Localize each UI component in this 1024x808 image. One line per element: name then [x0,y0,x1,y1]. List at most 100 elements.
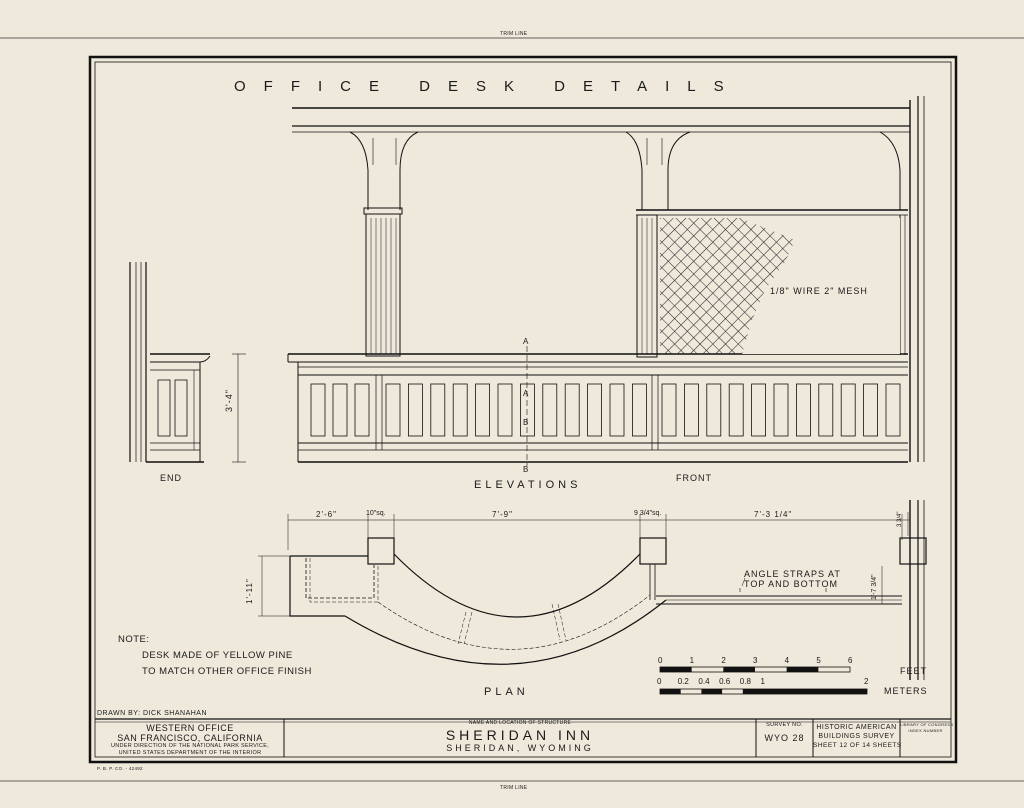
dim-7ft3-1-4: 7'-3 1/4" [754,510,793,519]
dim-9-3-4sq: 9 3/4"sq. [634,510,662,517]
dim-3-3-4: 3 3/4" [897,511,903,527]
feet-tick-label: 4 [784,656,791,665]
desk-panel [542,383,558,437]
loc-block: LIBRARY OF CONGRESS INDEX NUMBER [900,722,954,734]
printer-mark: P. B. P. CO. - 42492 [97,766,143,771]
desk-panel [497,383,513,437]
desk-panel [840,383,856,437]
scale-segment [660,667,692,672]
sheet-number: SHEET 12 OF 14 SHEETS [813,742,902,749]
dim-1ft11: 1'-11" [245,578,254,604]
scale-segment [723,667,755,672]
scale-segment [742,689,764,694]
habs-line-1: HISTORIC AMERICAN [816,724,897,731]
survey-number: WYO 28 [764,733,805,743]
angle-note-2: TOP AND BOTTOM [744,579,839,589]
sheet-title: OFFICE DESK DETAILS [234,78,742,95]
scale-segment [660,689,681,694]
structure-location: SHERIDAN, WYOMING [446,743,594,753]
desk-panel [475,383,491,437]
feet-tick-label: 0 [658,656,664,665]
meter-tick-label: 0 [657,677,662,686]
desk-panel [751,383,766,437]
plan-label: PLAN [484,686,529,698]
habs-block: HISTORIC AMERICAN BUILDINGS SURVEY SHEET… [813,723,902,751]
survey-block: SURVEY NO. WYO 28 [756,721,813,747]
scale-meters-label: METERS [884,686,928,696]
front-panels [310,383,901,437]
desk-panel [796,383,811,437]
loc-line-1: LIBRARY OF CONGRESS [900,722,954,727]
desk-panel [430,383,446,437]
inner-border [94,61,952,758]
desk-panel [632,383,647,437]
end-elevation [129,262,246,463]
desk-panel [332,383,348,437]
scale-feet-label: FEET [900,666,928,676]
scale-segment [701,689,723,694]
desk-panel [609,383,625,437]
office-block: WESTERN OFFICE SAN FRANCISCO, CALIFORNIA… [96,723,284,757]
office-line-3: UNDER DIRECTION OF THE NATIONAL PARK SER… [110,743,270,749]
desk-panel [354,383,370,437]
scale-segment [763,689,867,694]
front-label: FRONT [676,473,712,483]
scale-fill [660,667,867,694]
scale-segment [786,667,819,672]
note-title: NOTE: [118,634,150,645]
elevations-label: ELEVATIONS [474,479,582,491]
trim-line-bottom-label: TRIM LINE [500,785,528,791]
plan-view [258,500,927,680]
end-height-dim: 3'-4" [224,389,234,412]
section-b-mid: B [523,418,530,427]
desk-panel [818,383,834,437]
desk-panel [661,383,677,437]
section-a-top: A [523,337,530,346]
desk-panel [407,383,423,437]
meter-tick-label: 1 [760,677,765,686]
office-line-4: UNITED STATES DEPARTMENT OF THE INTERIOR [118,750,262,756]
desk-panel [706,383,722,437]
desk-note: NOTE: DESK MADE OF YELLOW PINE TO MATCH … [118,632,312,680]
note-line-2: TO MATCH OTHER OFFICE FINISH [142,666,312,677]
desk-panel [564,383,580,437]
dim-2ft6: 2'-6" [316,510,337,519]
meter-tick-label: 0.4 [698,677,710,686]
structure-block: NAME AND LOCATION OF STRUCTURE SHERIDAN … [284,720,756,754]
desk-panel [385,383,401,437]
office-line-1: WESTERN OFFICE [146,723,234,733]
desk-panel [773,383,789,437]
survey-caption: SURVEY NO. [766,722,803,728]
feet-tick-label: 6 [848,656,854,665]
title-block [95,718,951,757]
feet-tick-label: 1 [689,656,696,665]
desk-panel [520,383,535,437]
desk-panel [728,383,744,437]
structure-caption: NAME AND LOCATION OF STRUCTURE [468,720,572,726]
mesh-mask [740,218,900,354]
mesh-note: 1/8" WIRE 2" MESH [770,286,868,296]
meter-tick-label: 0.6 [719,677,731,686]
desk-panel [587,383,602,437]
drawn-by: DRAWN BY: DICK SHANAHAN [97,710,208,717]
dim-1ft7-3-4: 1'-7 3/4" [871,574,878,600]
meter-tick-label: 0.2 [677,677,689,686]
office-line-2: SAN FRANCISCO, CALIFORNIA [117,733,263,743]
desk-panel [452,383,468,437]
meter-tick-label: 2 [864,677,869,686]
angle-note-1: ANGLE STRAPS AT [744,569,841,579]
dim-7ft9: 7'-9" [492,510,513,519]
habs-line-2: BUILDINGS SURVEY [818,733,895,740]
structure-name: SHERIDAN INN [445,727,595,743]
loc-line-2: INDEX NUMBER [908,728,943,733]
section-a-mid: A [523,389,530,398]
note-line-1: DESK MADE OF YELLOW PINE [142,650,293,661]
desk-panel [310,383,326,437]
feet-tick-label: 3 [753,656,759,665]
section-b-bottom: B [523,465,530,474]
desk-panel [885,383,901,437]
desk-panel [863,383,878,437]
desk-panel [684,383,699,437]
dim-10sq: 10"sq. [366,510,386,517]
